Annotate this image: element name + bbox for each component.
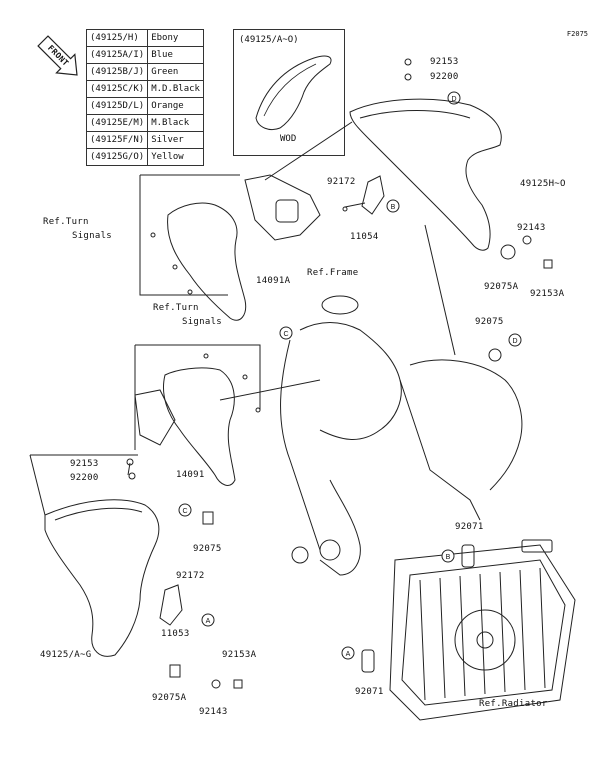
callout-a-left: [201, 613, 215, 627]
wod-inset-title: (49125/A~O): [239, 35, 299, 45]
part-11054: 11054: [350, 232, 379, 242]
color-legend-table: (49125/H)Ebony(49125A/I)Blue(49125B/J)Gr…: [85, 29, 204, 166]
part-92172-bot: 92172: [176, 571, 205, 581]
part-92075A-top: 92075A: [484, 282, 519, 292]
callout-c-left-letter: C: [182, 508, 187, 515]
callout-a-rad-letter: A: [346, 651, 351, 658]
callout-d-mid-letter: D: [512, 338, 517, 345]
part-92075-left: 92075: [193, 544, 222, 554]
legend-row: (49125D/L)Orange: [85, 97, 204, 115]
legend-color: Yellow: [147, 148, 204, 166]
figure-id: F2075: [566, 30, 588, 38]
legend-row: (49125F/N)Silver: [85, 131, 204, 149]
wod-inset-label: WOD: [280, 134, 297, 144]
part-92071-bot: 92071: [355, 687, 384, 697]
part-14091A: 14091A: [256, 276, 291, 286]
callout-c-left: [178, 503, 192, 517]
callout-d-top: [447, 91, 461, 105]
part-92075-right: 92075: [475, 317, 504, 327]
callout-b-rad: [441, 549, 455, 563]
part-92153-top: 92153: [430, 57, 459, 67]
part-92153A-top: 92153A: [530, 289, 565, 299]
part-49125H-O: 49125H~O: [520, 179, 566, 189]
part-11053: 11053: [161, 629, 190, 639]
callout-c-frame: [279, 326, 293, 340]
callout-b-top-letter: B: [391, 204, 396, 211]
wod-decal-shape: [255, 55, 332, 131]
part-92153-left: 92153: [70, 459, 99, 469]
part-14091: 14091: [176, 470, 205, 480]
callout-a-rad: [341, 646, 355, 660]
ref-turn-signals-mid-2: Signals: [182, 317, 223, 327]
part-92071-top: 92071: [455, 522, 484, 532]
ref-turn-signals-top: Ref.Turn: [43, 217, 89, 227]
callout-c-frame-letter: C: [283, 331, 288, 338]
part-92200-left: 92200: [70, 473, 99, 483]
legend-row: (49125A/I)Blue: [85, 46, 204, 64]
part-92153A-bot: 92153A: [222, 650, 257, 660]
callout-d-top-letter: D: [451, 96, 456, 103]
ref-turn-signals-top-2: Signals: [72, 231, 113, 241]
callout-a-left-letter: A: [206, 618, 211, 625]
part-92075A-bot: 92075A: [152, 693, 187, 703]
callout-d-mid: [508, 333, 522, 347]
ref-radiator: Ref.Radiator: [479, 699, 548, 709]
wod-inset: (49125/A~O) WOD: [233, 29, 345, 156]
part-92200-top: 92200: [430, 72, 459, 82]
part-92143-bot: 92143: [199, 707, 228, 717]
callout-b-rad-letter: B: [446, 554, 451, 561]
legend-row: (49125C/K)M.D.Black: [85, 80, 204, 98]
legend-row: (49125G/O)Yellow: [85, 148, 204, 166]
part-92172-top: 92172: [327, 177, 356, 187]
ref-frame: Ref.Frame: [307, 268, 359, 278]
part-92143-top: 92143: [517, 223, 546, 233]
part-49125A-G: 49125/A~G: [40, 650, 92, 660]
ref-turn-signals-mid: Ref.Turn: [153, 303, 199, 313]
legend-code: (49125G/O): [85, 148, 149, 166]
legend-code: (49125D/L): [85, 97, 149, 115]
legend-row: (49125/H)Ebony: [85, 29, 204, 47]
callout-b-top: [386, 199, 400, 213]
